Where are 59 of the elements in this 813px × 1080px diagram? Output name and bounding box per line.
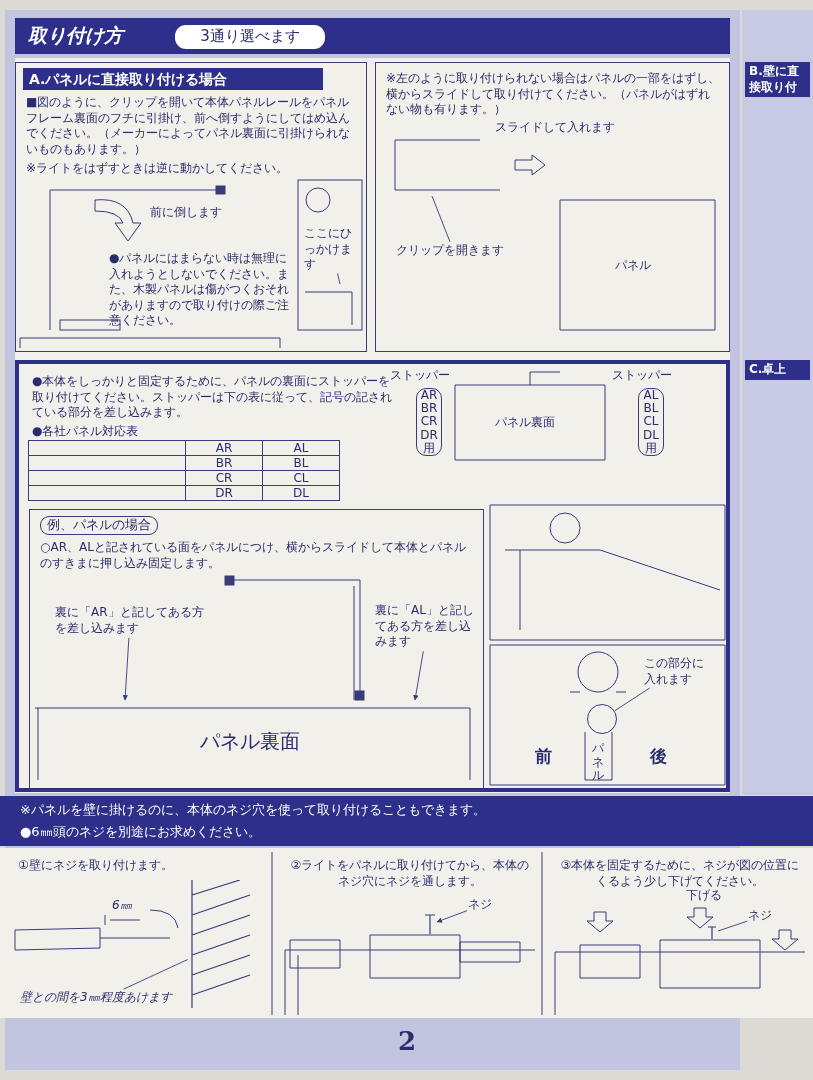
stopper-code-list: AR BR CR DR 用 [416,388,442,456]
callout-text: 裏に「AR」と記してある方を差し込みます [55,605,205,637]
callout-text: 裏に「AL」と記してある方を差し込みます [375,603,480,650]
page-number: 2 [396,1025,418,1058]
table-title: ●各社パネル対応表 [32,424,140,440]
section-frame [15,360,730,792]
instruction-label: スライドして入れます [495,120,616,136]
table-cell: AR [185,440,263,456]
table-cell: BL [262,455,340,471]
table-cell: DL [262,485,340,501]
direction-label: 前 [535,745,553,768]
table-cell: DR [185,485,263,501]
screw-drawing [707,926,717,940]
callout-text: この部分に入れます [644,656,706,688]
direction-label: 後 [650,745,668,768]
section-box [15,62,367,352]
leader-line [431,195,451,243]
instruction-text: ※左のように取り付けられない場合はパネルの一部をはずし、横からスライドして取り付けてください。（パネルがはずれない物も有ります。） [386,71,721,118]
leader-line [717,920,748,932]
screw-drawing [424,914,436,935]
leader-line [614,687,651,712]
instruction-text: ■図のように、クリップを開いて本体パネルレールをパネルフレーム裏面のフチに引掛け、前へ倒すようにしてはめ込んでください。（メーカーによってパネル裏面に引掛けられないものもあります。） [26,95,351,158]
part-label: パネル裏面 [199,728,301,754]
section-heading: B.壁に直接取り付 [745,62,810,98]
callout-text: ネジ [748,908,778,924]
part-label: パネル裏面 [495,415,556,431]
step-instruction: ①壁にネジを取り付けます。 [18,858,174,874]
instruction-label: 下げる [686,888,723,904]
table-cell: CL [262,470,340,486]
part-label: パネル [615,258,652,274]
part-label: ストッパー [612,368,673,384]
section-box [375,62,730,352]
instruction-label: 前に倒します [150,205,223,221]
part-label: パネル [591,734,606,776]
callout-text: クリップを開きます [396,243,511,259]
table-cell: CR [185,470,263,486]
banner-text: ●6㎜頭のネジを別途にお求めください。 [20,824,262,841]
banner-text: ※パネルを壁に掛けるのに、本体のネジ穴を使って取り付けることもできます。 [20,802,487,819]
wall-drawing [190,880,252,1008]
section-heading: A.パネルに直接取り付ける場合 [23,68,323,91]
instruction-text: ○AR、ALと記されている面をパネルにつけ、横からスライドして本体とパネルのすきまに押し込み固定します。 [40,540,467,572]
example-box [29,509,484,791]
step-instruction: ②ライトをパネルに取り付けてから、本体のネジ穴にネジを通します。 [290,858,530,890]
dimension-label: 6㎜ [112,898,133,914]
part-label: ストッパー [390,368,451,384]
table-cell: AL [262,440,340,456]
stopper-code-list: AL BL CL DL 用 [638,388,664,456]
title-pill: 3通り選べます [175,25,325,49]
section-heading: C.卓上 [745,360,810,380]
leader-line [337,273,341,285]
note-text: ※ライトをはずすときは逆に動かしてください。 [26,161,290,177]
step-instruction: ③本体を固定するために、ネジが図の位置にくるよう少し下げてください。 [560,858,800,889]
table-cell: BR [185,455,263,471]
leader-line [123,959,189,990]
instruction-text: ●本体をしっかりと固定するために、パネルの裏面にストッパーを取り付けてください。ストッパーは下の表に従って、記号の記されている部分を差し込みます。 [32,374,392,421]
note-text: ●パネルにはまらない時は無理に入れようとしないでください。また、木製パネルは傷がつくおそれがありますので取り付けの際ご注意ください。 [109,251,290,329]
callout-text: ネジ [468,897,498,913]
example-heading: 例、パネルの場合 [40,516,158,535]
callout-text: 壁との間を3㎜程度あけます [20,990,190,1006]
